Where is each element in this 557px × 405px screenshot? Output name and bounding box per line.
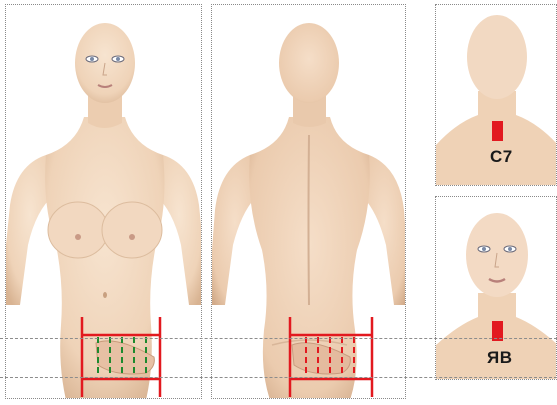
left-iris <box>482 247 486 251</box>
right-nipple <box>129 234 135 240</box>
right-breast <box>102 202 162 258</box>
c7-label: C7 <box>490 147 513 167</box>
left-nipple <box>75 234 81 240</box>
right-iris <box>508 247 512 251</box>
left-iris <box>90 57 94 61</box>
neck-back-detail-panel: C7 <box>435 4 557 186</box>
back-view-panel <box>211 4 406 399</box>
back-body-figure <box>212 5 406 399</box>
lower-guide-line <box>0 377 557 378</box>
front-view-panel <box>5 4 202 399</box>
upper-guide-line <box>0 338 557 339</box>
c7-marker <box>492 121 503 141</box>
head-back <box>279 23 339 103</box>
head-back <box>467 15 527 99</box>
left-breast <box>48 202 108 258</box>
right-iris <box>116 57 120 61</box>
navel <box>103 292 107 298</box>
jugular-notch-label: ЯВ <box>487 348 513 368</box>
face-front-detail-panel: ЯВ <box>435 196 557 380</box>
front-body-figure <box>6 5 202 399</box>
spine <box>309 135 310 305</box>
